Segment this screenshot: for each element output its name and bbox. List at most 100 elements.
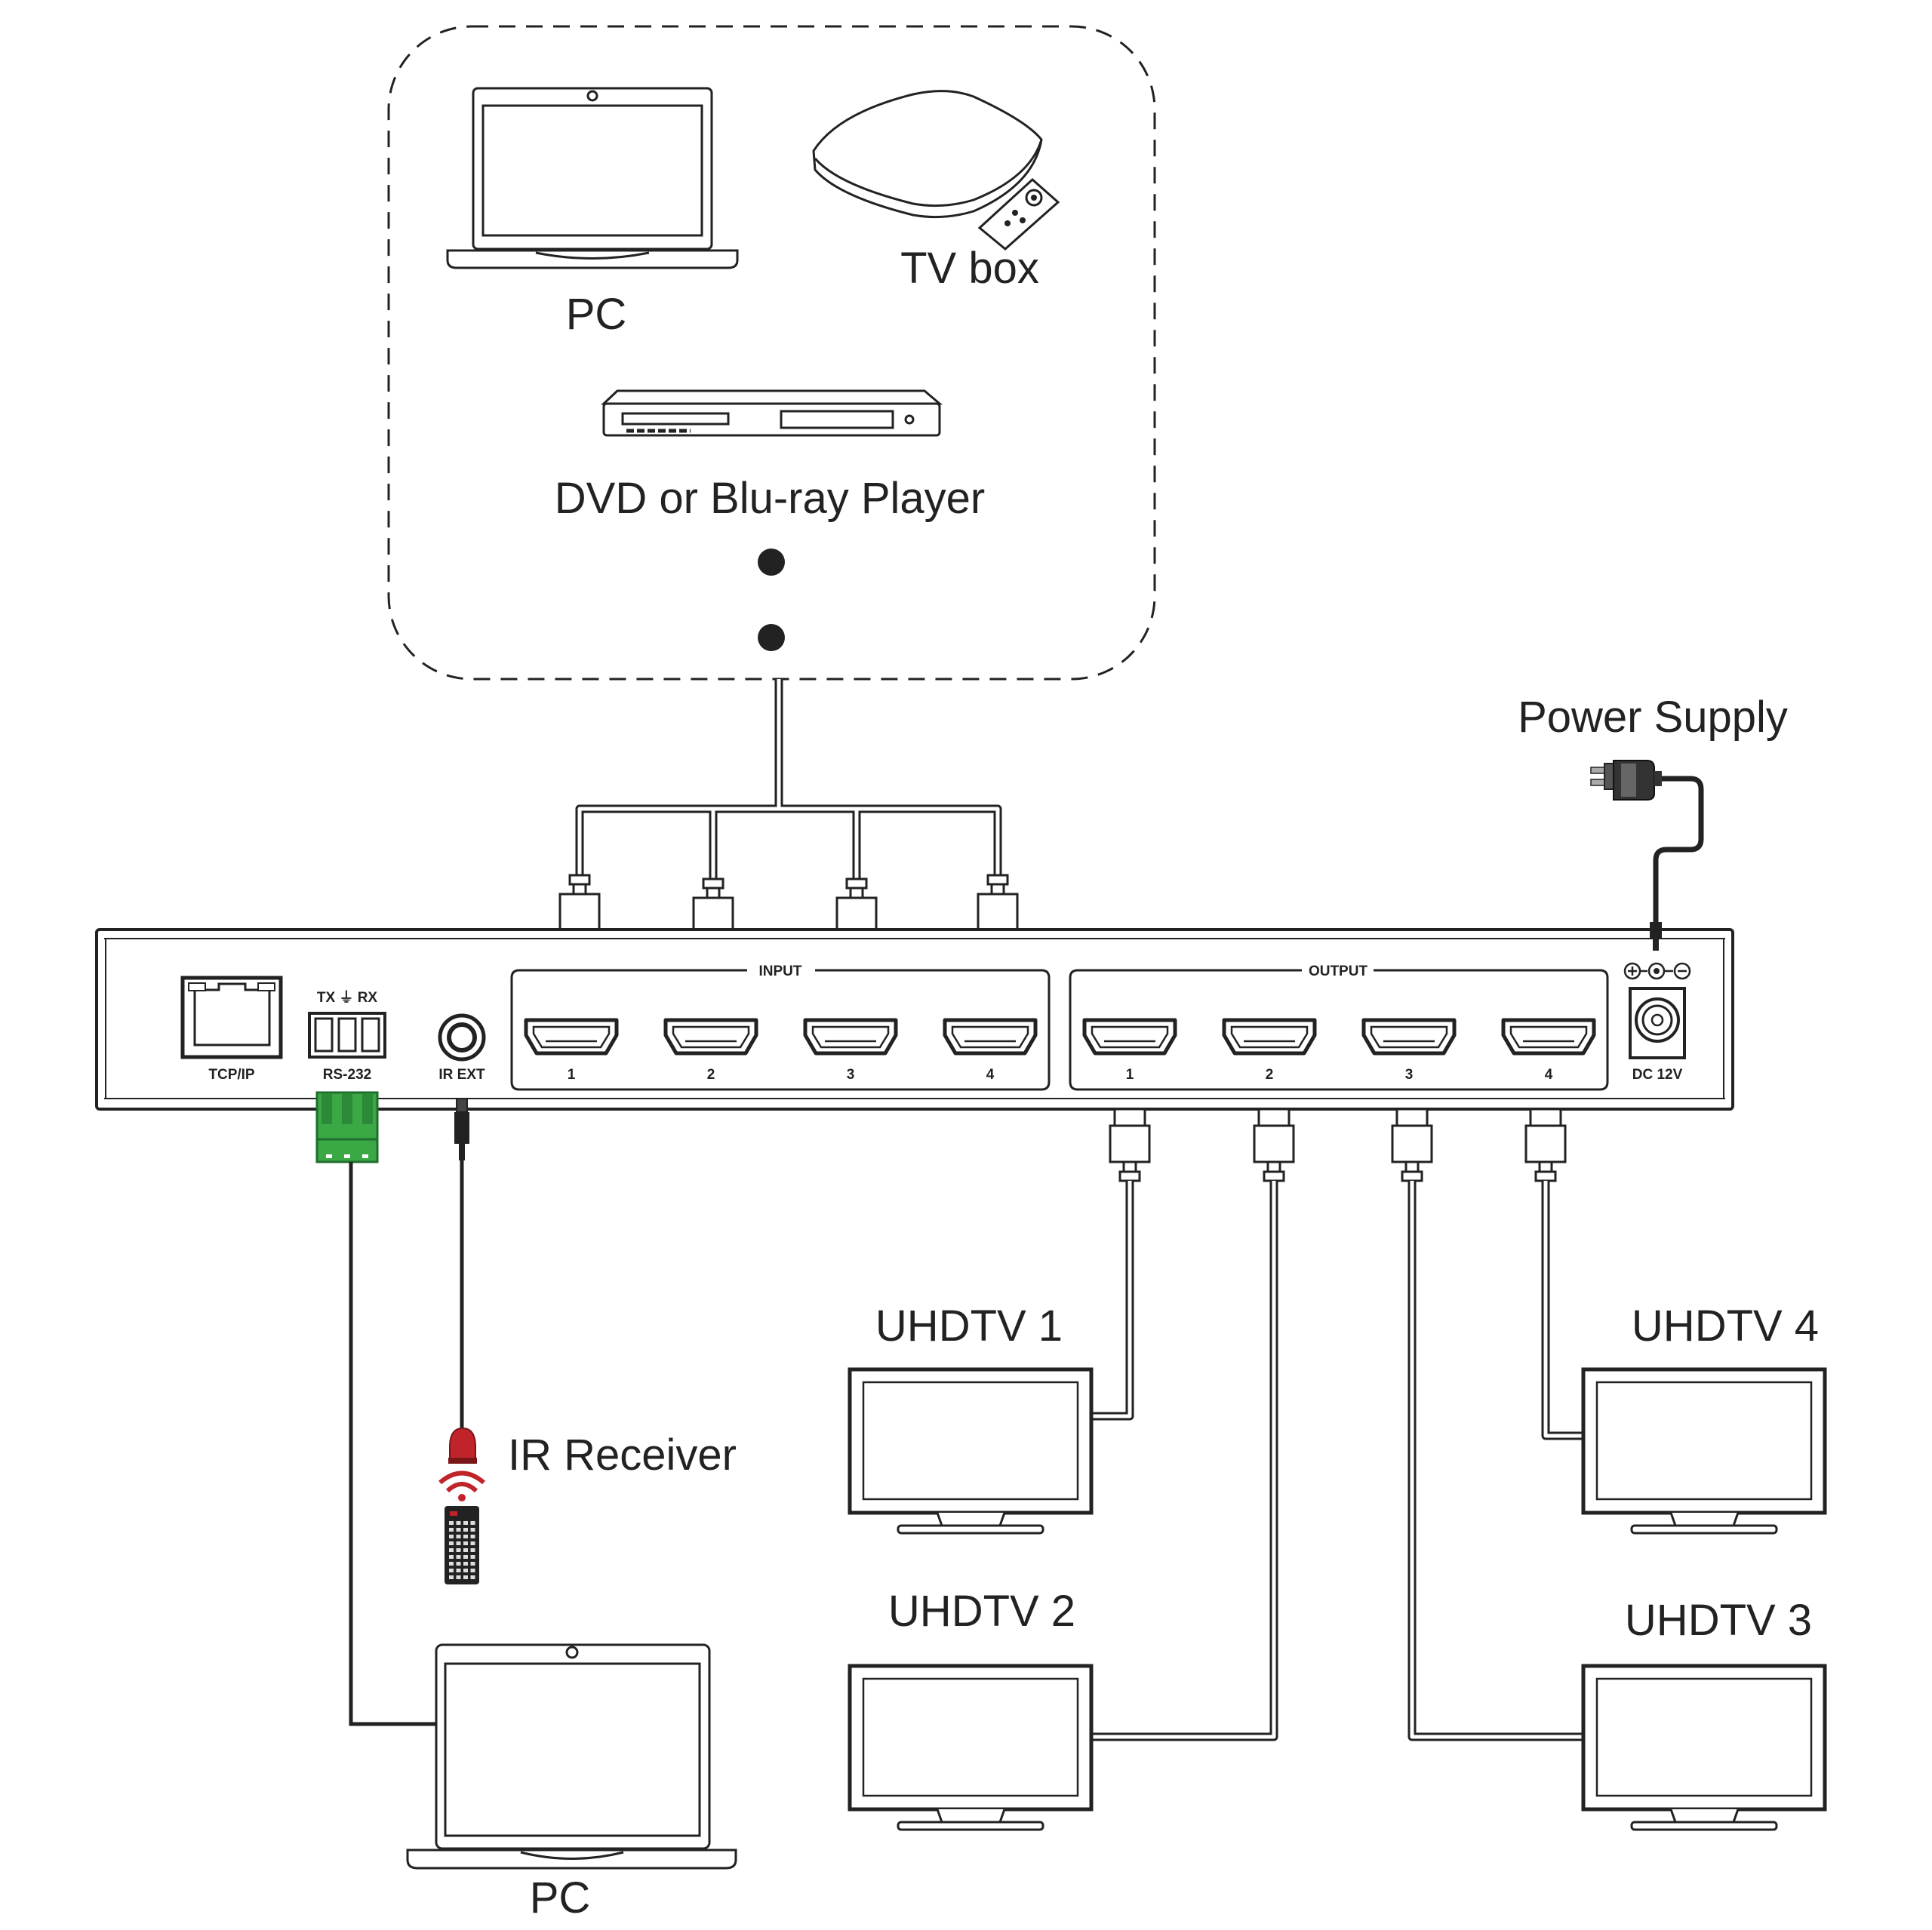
remote-key	[456, 1569, 461, 1572]
output-3-port-number: 3	[1405, 1067, 1414, 1083]
ir-receiver-label: IR Receiver	[508, 1431, 737, 1480]
dc-power-port-label: DC 12V	[1632, 1067, 1683, 1083]
remote-key	[470, 1548, 475, 1552]
power-supply-group: Power Supply	[1518, 693, 1788, 951]
power-cable	[1653, 776, 1704, 924]
output-4-port-number: 4	[1545, 1067, 1553, 1083]
input-group-label: INPUT	[759, 963, 802, 979]
input-1-hdmi-port: 1	[524, 1018, 619, 1083]
remote-key	[463, 1562, 468, 1566]
remote-key	[463, 1528, 468, 1532]
remote-power-key	[450, 1511, 457, 1516]
output-hdmi-plug	[1391, 1108, 1433, 1182]
input-port-group: INPUT 1 2 3 4	[510, 963, 1051, 1091]
more-devices-dot-2	[758, 624, 785, 651]
source-pc-laptop-icon	[446, 87, 739, 269]
uhdtv-4-label: UHDTV 4	[1632, 1302, 1819, 1351]
uhdtv-1-label: UHDTV 1	[875, 1302, 1063, 1351]
uhdtv-2-monitor-icon	[848, 1664, 1094, 1831]
remote-key	[449, 1569, 454, 1572]
rs232-pin-label: TX ⏚ RX	[317, 989, 378, 1006]
remote-key	[470, 1569, 475, 1572]
ir-control-path: IR Receiver	[438, 1098, 737, 1584]
source-devices-group: PC TV box DVD or Blu-ray Player	[387, 25, 1156, 681]
output-cables	[1092, 1108, 1585, 1741]
output-2-port-number: 2	[1266, 1067, 1274, 1083]
output-1-hdmi-port: 1	[1082, 1018, 1177, 1083]
remote-key	[456, 1541, 461, 1545]
remote-key	[470, 1541, 475, 1545]
remote-key	[456, 1528, 461, 1532]
rs232-port-label: RS-232	[323, 1067, 371, 1083]
remote-key	[470, 1562, 475, 1566]
input-1-port-number: 1	[568, 1067, 576, 1083]
ir-ext-port-label: IR EXT	[438, 1067, 485, 1083]
remote-key	[470, 1555, 475, 1559]
displays-group: UHDTV 1 UHDTV 2 UHDTV 3 UHDTV 4	[848, 1302, 1827, 1831]
remote-key	[456, 1575, 461, 1579]
remote-key	[449, 1521, 454, 1525]
uhdtv-2-label: UHDTV 2	[888, 1587, 1075, 1636]
dvd-player-icon	[601, 389, 943, 437]
remote-key	[456, 1548, 461, 1552]
output-3-hdmi-port: 3	[1361, 1018, 1457, 1083]
remote-key	[456, 1555, 461, 1559]
remote-key	[470, 1528, 475, 1532]
more-devices-dot-1	[758, 549, 785, 576]
source-pc-label: PC	[566, 290, 627, 339]
remote-key	[463, 1521, 468, 1525]
remote-key	[456, 1562, 461, 1566]
output-4-hdmi-port: 4	[1501, 1018, 1596, 1083]
ir-receiver-icon	[448, 1427, 477, 1464]
ir-3.5mm-plug-icon	[454, 1098, 469, 1160]
output-group-label: OUTPUT	[1309, 963, 1368, 979]
remote-key	[463, 1555, 468, 1559]
output-hdmi-plug	[1109, 1108, 1151, 1182]
source-group-dashed-frame	[387, 25, 1156, 681]
remote-key	[470, 1535, 475, 1538]
rs232-control-path: PC	[315, 1091, 737, 1922]
ir-remote-control-icon	[445, 1506, 479, 1584]
tcpip-port-icon	[180, 976, 283, 1059]
input-2-port-number: 2	[707, 1067, 715, 1083]
ir-ext-jack-icon	[438, 1013, 486, 1062]
remote-key	[463, 1548, 468, 1552]
uhdtv-4-monitor-icon	[1581, 1367, 1827, 1535]
uhdtv-3-monitor-icon	[1581, 1664, 1827, 1831]
remote-key	[470, 1575, 475, 1579]
device-chassis	[95, 928, 1734, 1111]
input-4-hdmi-port: 4	[943, 1018, 1038, 1083]
output-hdmi-plug	[1253, 1108, 1295, 1182]
output-1-port-number: 1	[1126, 1067, 1134, 1083]
tcpip-port-label: TCP/IP	[208, 1067, 255, 1083]
remote-key	[449, 1548, 454, 1552]
control-pc-laptop-icon	[406, 1643, 737, 1870]
remote-key	[449, 1535, 454, 1538]
dc-power-jack-icon	[1629, 987, 1686, 1059]
ir-signal-icon	[438, 1471, 485, 1501]
input-3-hdmi-port: 3	[803, 1018, 898, 1083]
remote-key	[449, 1541, 454, 1545]
dvd-player-label: DVD or Blu-ray Player	[555, 474, 985, 523]
rs232-cable	[349, 1162, 438, 1726]
remote-key	[449, 1562, 454, 1566]
input-3-port-number: 3	[847, 1067, 855, 1083]
tv-box-label: TV box	[900, 244, 1039, 293]
power-plug-icon	[1650, 922, 1662, 951]
remote-key	[463, 1575, 468, 1579]
remote-control-icon	[977, 177, 1060, 250]
input-4-port-number: 4	[986, 1067, 995, 1083]
remote-key	[449, 1575, 454, 1579]
power-adapter-icon	[1590, 760, 1662, 801]
output-port-group: OUTPUT 1 2 3 4	[1069, 963, 1609, 1091]
input-2-hdmi-port: 2	[663, 1018, 758, 1083]
remote-key	[456, 1521, 461, 1525]
remote-key	[449, 1528, 454, 1532]
uhdtv-3-label: UHDTV 3	[1625, 1596, 1812, 1645]
remote-key	[449, 1555, 454, 1559]
output-hdmi-plug	[1524, 1108, 1567, 1182]
output-2-hdmi-port: 2	[1222, 1018, 1317, 1083]
remote-key	[463, 1569, 468, 1572]
